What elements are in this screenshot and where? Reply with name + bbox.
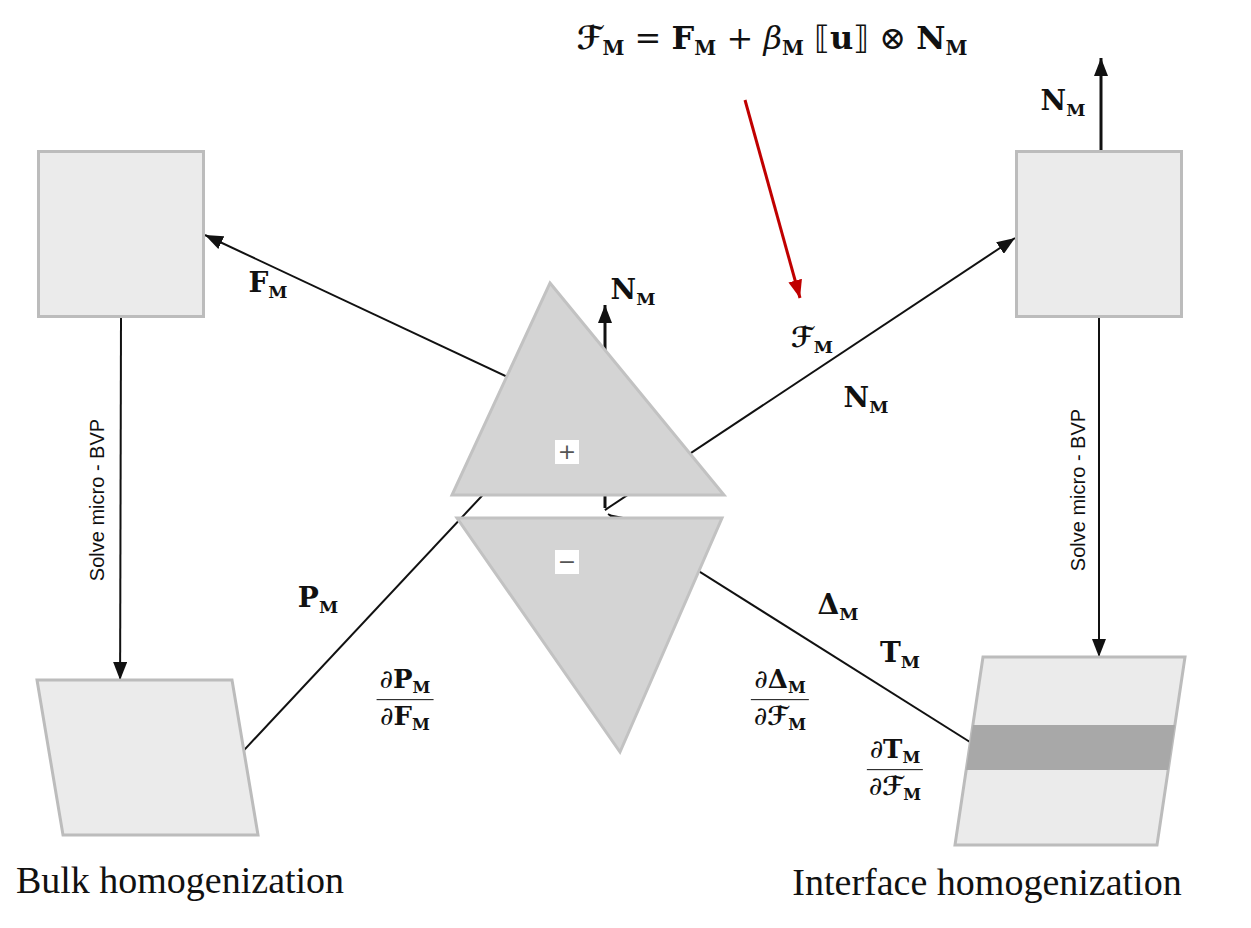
symbol-label: PM xyxy=(298,582,338,617)
connector-arrow xyxy=(1098,318,1100,657)
symbol-label: ℱM xyxy=(791,322,833,357)
callout-arrow xyxy=(745,100,800,298)
shape-outline xyxy=(37,680,258,835)
symbol-label: NM xyxy=(611,274,656,309)
shape-outline xyxy=(452,283,724,495)
rve-square xyxy=(1015,150,1183,318)
rve-deformed: Interface homogenization xyxy=(955,657,1185,845)
sign-mark: − xyxy=(555,550,579,574)
step-label: Solve micro - BVP xyxy=(1067,409,1090,571)
symbol-label: NM xyxy=(1041,85,1086,120)
symbol-label: FM xyxy=(248,267,287,302)
panel-heading: Interface homogenization xyxy=(792,860,1181,904)
interface-triangle: + xyxy=(452,283,724,495)
shape-outline xyxy=(955,657,1185,845)
symbol-label: ΔM xyxy=(818,589,859,624)
symbol-label: ∂ΔM/∂ℱM xyxy=(751,665,809,735)
shape-outline xyxy=(457,518,722,752)
symbol-label: ∂TM/∂ℱM xyxy=(866,735,924,805)
formula: ℱM = FM + βM ⟦u⟧ ⊗ NM xyxy=(577,20,968,60)
interface-triangle: − xyxy=(457,518,722,752)
symbol-label: TM xyxy=(880,637,920,672)
symbol-label: NM xyxy=(844,382,889,417)
rve-deformed: Bulk homogenization xyxy=(37,680,258,835)
step-label: Solve micro - BVP xyxy=(86,419,109,581)
sign-mark: + xyxy=(555,440,579,464)
connector-arrow xyxy=(119,318,122,680)
panel-heading: Bulk homogenization xyxy=(16,858,344,902)
symbol-label: ∂PM/∂FM xyxy=(377,665,434,735)
rve-square xyxy=(37,150,205,318)
